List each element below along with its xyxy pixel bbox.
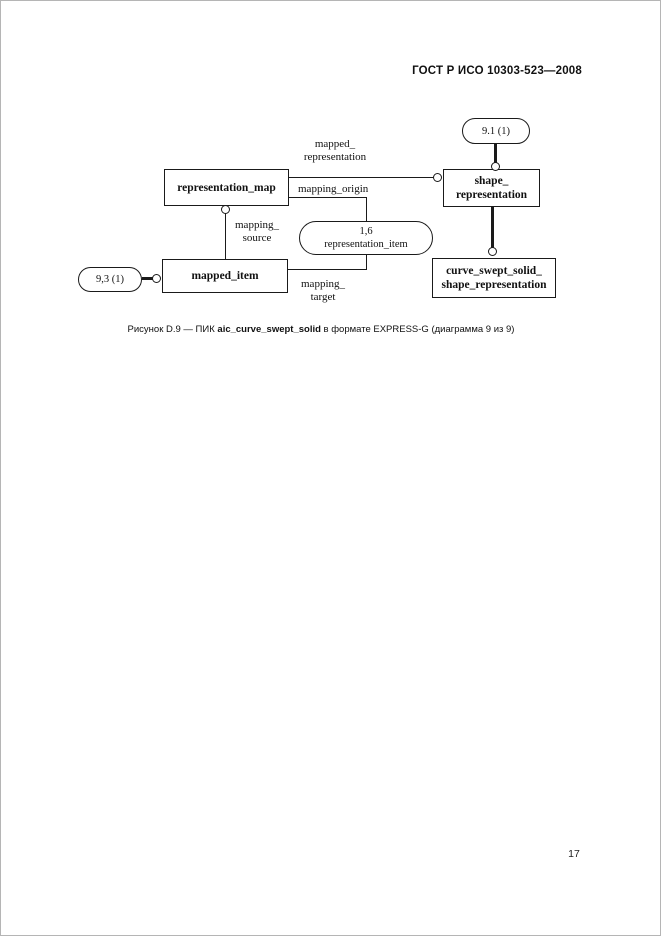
attribute-label-mapping-source-line2: source <box>242 232 272 244</box>
entity-curve-swept-label-line2: shape_representation <box>441 279 547 291</box>
attribute-label-mapping-source-line1: mapping_ <box>235 219 279 231</box>
attribute-label-mapping-target-line2: target <box>310 291 336 303</box>
attribute-line-mapped-representation <box>289 177 435 178</box>
attribute-line-mapping-target <box>288 269 367 270</box>
express-g-diagram: 9.1 (1) representation_map shape_ repres… <box>1 1 660 321</box>
attribute-label-mapped-representation-line2: representation <box>303 151 367 163</box>
page-ref-9-3-label: 9,3 (1) <box>96 274 124 285</box>
attribute-label-mapping-origin: mapping_origin <box>298 183 369 195</box>
connector-circle-mapping-source <box>221 205 230 214</box>
attribute-line-mapping-origin <box>289 197 367 198</box>
attribute-label-mapped-representation-line1: mapped_ <box>314 138 356 150</box>
attribute-label-mapped-representation: mapped_ representation <box>289 138 381 164</box>
attribute-label-mapping-target-line1: mapping_ <box>301 278 345 290</box>
connector-circle-shape-representation-top <box>491 162 500 171</box>
page-ref-9-1-label: 9.1 (1) <box>482 125 510 137</box>
page-header-standard-number: ГОСТ Р ИСО 10303-523—2008 <box>412 65 582 77</box>
supertype-line-shape-to-curve-swept <box>491 207 494 249</box>
attribute-label-mapping-source: mapping_ source <box>229 219 285 245</box>
page-ref-representation-item: 1,6 representation_item <box>299 221 433 255</box>
supertype-line-9-3-to-mapped-item <box>142 277 153 280</box>
figure-caption-suffix: в формате EXPRESS-G (диаграмма 9 из 9) <box>320 324 515 335</box>
page-ref-9-3: 9,3 (1) <box>78 267 142 292</box>
entity-representation-map-label: representation_map <box>177 181 276 194</box>
entity-shape-representation-label-line1: shape_ <box>474 175 509 187</box>
attribute-label-mapping-target: mapping_ target <box>293 278 353 304</box>
figure-caption-prefix: Рисунок D.9 — ПИК <box>127 324 218 335</box>
entity-representation-map: representation_map <box>164 169 289 206</box>
page-ref-representation-item-line2: representation_item <box>324 239 408 250</box>
entity-mapped-item: mapped_item <box>162 259 288 293</box>
entity-shape-representation-label-line2: representation <box>455 189 528 201</box>
entity-curve-swept-label-line1: curve_swept_solid_ <box>446 265 542 277</box>
attribute-line-mapping-source <box>225 206 226 259</box>
supertype-line-9-1-to-shape-representation <box>494 144 497 167</box>
entity-shape-representation: shape_ representation <box>443 169 540 207</box>
page-number: 17 <box>568 848 580 860</box>
figure-caption: Рисунок D.9 — ПИК aic_curve_swept_solid … <box>1 324 641 335</box>
figure-caption-code: aic_curve_swept_solid <box>217 324 321 335</box>
entity-mapped-item-label: mapped_item <box>191 270 259 282</box>
page-ref-9-1: 9.1 (1) <box>462 118 530 144</box>
connector-circle-mapped-representation <box>433 173 442 182</box>
connector-circle-curve-swept-top <box>488 247 497 256</box>
page-ref-representation-item-line1: 1,6 <box>359 226 373 237</box>
connector-circle-mapped-item-left <box>152 274 161 283</box>
entity-curve-swept-solid-shape-representation: curve_swept_solid_ shape_representation <box>432 258 556 298</box>
